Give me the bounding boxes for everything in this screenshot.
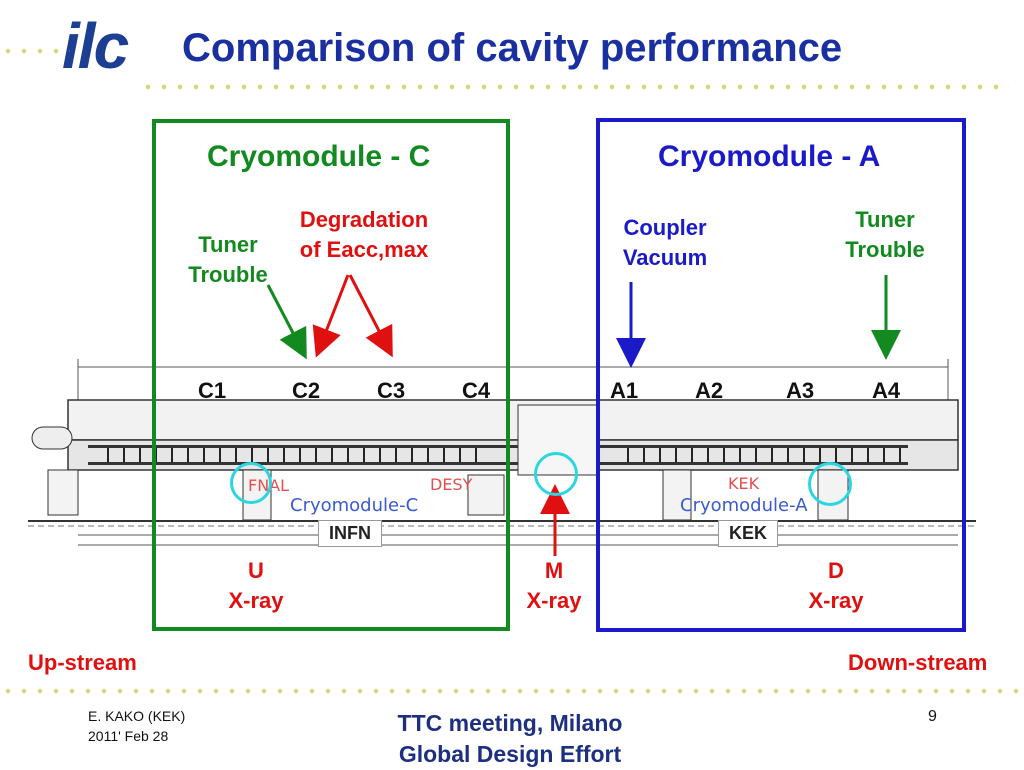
cavity-cells [88, 445, 908, 465]
degradation-arrow-c3 [348, 274, 393, 358]
cryomodule-c-box [152, 119, 510, 631]
cavity-label-a1: A1 [610, 378, 639, 403]
cavity-label-c4: C4 [462, 378, 491, 403]
m-xray-circle [534, 452, 578, 496]
a-tuner-trouble-label: Tuner Trouble [845, 207, 925, 262]
cavity-label-c3: C3 [377, 378, 406, 403]
kek-tag: KEK [718, 520, 779, 547]
cavity-label-a4: A4 [872, 378, 901, 403]
c-tuner-arrow [266, 284, 307, 360]
upstream-label: Up-stream [28, 650, 137, 675]
cryomodule-a-drawing-label: Cryomodule-A [680, 495, 808, 516]
dimension-lines [77, 359, 958, 546]
coupler-vacuum-label: Coupler Vacuum [622, 215, 708, 270]
cavity-label-c2: C2 [292, 378, 321, 403]
header-dots-left [0, 48, 70, 54]
d-xray-circle [808, 462, 852, 506]
header-dots-divider [140, 84, 1010, 90]
cell-marks [107, 448, 901, 462]
u-xray-label: U X-ray [228, 558, 284, 613]
d-xray-label: D X-ray [808, 558, 864, 613]
vacuum-vessel [67, 399, 959, 441]
footer-meeting: TTC meeting, Milano Global Design Effort [397, 710, 623, 768]
cryomodule-a-box [596, 118, 966, 632]
cavity-label-a2: A2 [695, 378, 724, 403]
left-end-flange [31, 426, 73, 450]
cryomodule-drawing [28, 359, 976, 546]
degradation-arrow-c2 [312, 274, 350, 358]
ilc-logo: ilc [62, 10, 129, 82]
cryomodule-a-title: Cryomodule - A [658, 140, 881, 173]
footer-dots-divider [0, 688, 1024, 694]
footer-author: E. KAKO (KEK) [88, 708, 186, 724]
footer-date: 2011' Feb 28 [88, 728, 169, 744]
infn-tag: INFN [318, 520, 382, 547]
downstream-label: Down-stream [848, 650, 988, 675]
u-xray-circle [230, 462, 272, 504]
cavity-label-c1: C1 [198, 378, 227, 403]
page-number: 9 [928, 708, 937, 725]
slide-title: Comparison of cavity performance [182, 26, 843, 70]
cryomodule-c-drawing-label: Cryomodule-C [290, 495, 419, 516]
cavity-label-a3: A3 [786, 378, 815, 403]
kek-drawing-label: KEK [728, 474, 760, 493]
m-xray-label: M X-ray [526, 558, 582, 613]
c-tuner-trouble-label: Tuner Trouble [188, 232, 268, 287]
desy-label: DESY [430, 475, 473, 494]
degradation-label: Degradation of Eacc,max [299, 207, 429, 262]
cryomodule-c-title: Cryomodule - C [207, 140, 431, 173]
